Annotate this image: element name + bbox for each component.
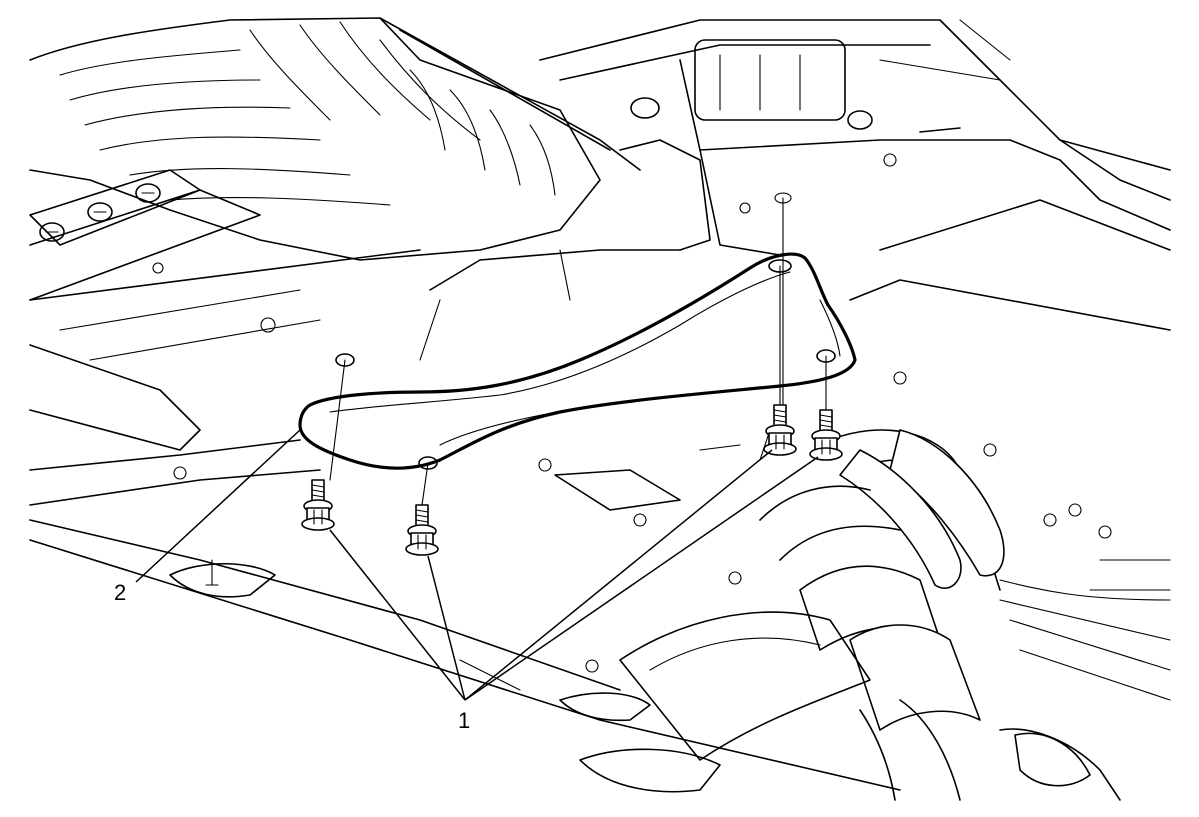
- floor-pan-upper-left: [29, 17, 641, 261]
- bolt-part-1: [763, 404, 797, 456]
- frame-upper-right: [539, 19, 1171, 331]
- bolt-part-1: [405, 504, 439, 556]
- bolt-centerlines: [329, 197, 827, 506]
- tunnel-center: [419, 139, 711, 361]
- leader-line-callout-2: [135, 429, 301, 583]
- lower-shield: [579, 611, 871, 793]
- callout-label-1: 1: [458, 708, 470, 733]
- callout-label-2: 2: [114, 580, 126, 605]
- leader-lines-callout-1: [329, 449, 819, 701]
- exhaust-system: [759, 429, 1171, 801]
- side-rail-left: [29, 169, 421, 451]
- bolt-part-1: [809, 409, 843, 461]
- bolt-part-1: [301, 479, 335, 531]
